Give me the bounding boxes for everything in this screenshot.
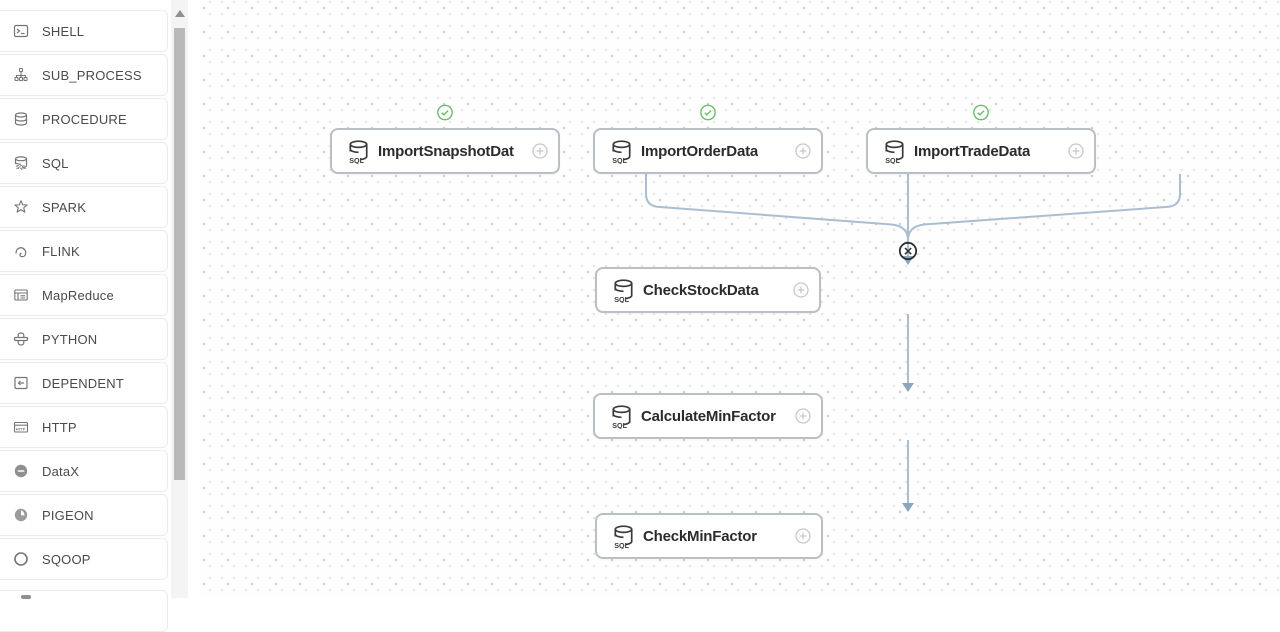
arrowhead-icon xyxy=(902,383,914,392)
sql-task-icon: SQL xyxy=(345,138,371,164)
sidebar-item-label: SUB_PROCESS xyxy=(42,67,142,83)
svg-text:SQL: SQL xyxy=(16,165,26,171)
spark-star-icon xyxy=(13,199,29,215)
sidebar-item-label: DEPENDENT xyxy=(42,375,124,391)
task-node-label: ImportOrderData xyxy=(641,142,759,160)
sidebar-item-label: MapReduce xyxy=(42,287,114,303)
crossed-circle-icon[interactable] xyxy=(898,241,918,261)
sidebar-item-flink[interactable]: FLINK xyxy=(0,230,168,272)
plus-circle-icon[interactable] xyxy=(795,408,811,424)
sidebar-item-label: PIGEON xyxy=(42,507,94,523)
sidebar-item-datax[interactable]: DataX xyxy=(0,450,168,492)
success-check-icon xyxy=(973,104,990,121)
task-node-label: ImportTradeData xyxy=(914,142,1031,160)
task-type-sidebar: SHELL SUB_PROCESS PROCEDURE SQL SQL SPARK FLIN… xyxy=(0,0,200,632)
task-node-label: ImportSnapshotDat xyxy=(378,142,514,160)
sidebar-item-shell[interactable]: SHELL xyxy=(0,10,168,52)
sidebar-item-label: SQL xyxy=(42,155,69,171)
plus-circle-icon[interactable] xyxy=(793,282,809,298)
plus-circle-icon[interactable] xyxy=(795,143,811,159)
sidebar-item-label: PYTHON xyxy=(42,331,98,347)
task-node-calc-min-factor[interactable]: SQL CalculateMinFactor xyxy=(593,393,823,439)
scrollbar-thumb[interactable] xyxy=(174,28,185,480)
sidebar-item-label: DataX xyxy=(42,463,80,479)
task-node-check-min-factor[interactable]: SQL CheckMinFactor xyxy=(595,513,823,559)
svg-text:SQL: SQL xyxy=(614,295,629,303)
sidebar-item-sqoop[interactable]: SQOOP xyxy=(0,538,168,580)
edge-import-snapshot-to-check-stock[interactable] xyxy=(645,174,909,241)
dependent-arrow-icon xyxy=(13,375,29,391)
sidebar-item-label: HTTP xyxy=(42,419,77,435)
edge-import-trade-to-check-stock[interactable] xyxy=(907,174,1181,241)
task-node-import-order[interactable]: SQL ImportOrderData xyxy=(593,104,823,174)
arrowhead-icon xyxy=(902,256,914,265)
sidebar-item-label: SQOOP xyxy=(42,551,91,567)
sidebar-item-mapreduce[interactable]: MapReduce xyxy=(0,274,168,316)
sidebar-item-label: SPARK xyxy=(42,199,87,215)
success-check-icon xyxy=(437,104,454,121)
sub-process-tree-icon xyxy=(13,67,29,83)
sql-database-icon: SQL xyxy=(13,155,29,171)
task-node-import-trade[interactable]: SQL ImportTradeData xyxy=(866,104,1096,174)
svg-text:HTTP: HTTP xyxy=(16,427,26,431)
task-node-label: CheckMinFactor xyxy=(643,527,757,545)
task-node-label: CalculateMinFactor xyxy=(641,407,776,425)
svg-text:SQL: SQL xyxy=(349,156,364,164)
sql-task-icon: SQL xyxy=(881,138,907,164)
sql-task-icon: SQL xyxy=(608,138,634,164)
pigeon-bird-icon xyxy=(13,507,29,523)
sidebar-item-sql[interactable]: SQL SQL xyxy=(0,142,168,184)
success-check-icon xyxy=(700,104,717,121)
svg-text:SQL: SQL xyxy=(614,541,629,549)
mapreduce-grid-icon xyxy=(13,287,29,303)
svg-text:SQL: SQL xyxy=(612,156,627,164)
sql-task-icon: SQL xyxy=(610,277,636,303)
task-icon xyxy=(21,595,31,599)
task-node-import-snapshot[interactable]: SQL ImportSnapshotDat xyxy=(330,104,560,174)
datax-circle-icon xyxy=(13,463,29,479)
svg-text:SQL: SQL xyxy=(885,156,900,164)
scroll-up-arrow-icon[interactable] xyxy=(174,10,185,17)
task-node-check-stock[interactable]: SQL CheckStockData xyxy=(595,267,821,313)
plus-circle-icon[interactable] xyxy=(795,528,811,544)
sql-task-icon: SQL xyxy=(610,523,636,549)
http-browser-icon: HTTP xyxy=(13,419,29,435)
sidebar-item-label: FLINK xyxy=(42,243,80,259)
sidebar-item-spark[interactable]: SPARK xyxy=(0,186,168,228)
arrowhead-icon xyxy=(902,503,914,512)
plus-circle-icon[interactable] xyxy=(532,143,548,159)
sidebar-item-partial[interactable] xyxy=(0,590,168,632)
python-logo-icon xyxy=(13,331,29,347)
plus-circle-icon[interactable] xyxy=(1068,143,1084,159)
sidebar-item-pigeon[interactable]: PIGEON xyxy=(0,494,168,536)
sidebar-scrollbar[interactable] xyxy=(171,0,188,598)
shell-terminal-icon xyxy=(13,23,29,39)
sidebar-item-label: SHELL xyxy=(42,23,85,39)
procedure-database-icon xyxy=(13,111,29,127)
task-type-list: SHELL SUB_PROCESS PROCEDURE SQL SQL SPARK FLIN… xyxy=(0,10,168,582)
sidebar-item-procedure[interactable]: PROCEDURE xyxy=(0,98,168,140)
sidebar-item-dependent[interactable]: DEPENDENT xyxy=(0,362,168,404)
svg-text:SQL: SQL xyxy=(612,421,627,429)
sidebar-item-sub_process[interactable]: SUB_PROCESS xyxy=(0,54,168,96)
task-node-label: CheckStockData xyxy=(643,281,759,299)
flink-squirrel-icon xyxy=(13,243,29,259)
sidebar-item-python[interactable]: PYTHON xyxy=(0,318,168,360)
sidebar-item-http[interactable]: HTTP HTTP xyxy=(0,406,168,448)
sql-task-icon: SQL xyxy=(608,403,634,429)
sqoop-circle-icon xyxy=(13,551,29,567)
sidebar-item-label: PROCEDURE xyxy=(42,111,127,127)
